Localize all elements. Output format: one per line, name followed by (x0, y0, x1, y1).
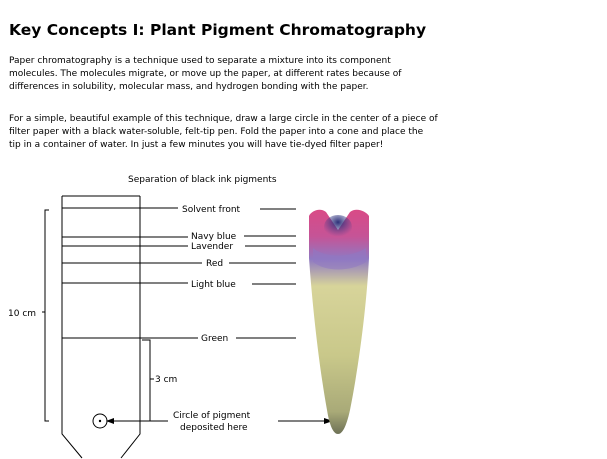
intro-paragraph: Paper chromatography is a technique used… (9, 55, 599, 94)
label-green: Green (201, 334, 228, 344)
label-red: Red (206, 259, 223, 269)
label-circle-line2: deposited here (180, 423, 248, 433)
example-paragraph: For a simple, beautiful example of this … (9, 113, 599, 152)
chromatography-strip-photo (309, 210, 369, 434)
label-3cm: 3 cm (155, 375, 177, 385)
diagram-caption: Separation of black ink pigments (128, 175, 277, 185)
label-solvent-front: Solvent front (182, 205, 241, 215)
bracket-3cm (142, 340, 154, 421)
bracket-10cm (42, 210, 49, 421)
label-navy-blue: Navy blue (191, 232, 237, 242)
page-title: Key Concepts I: Plant Pigment Chromatogr… (9, 21, 426, 39)
strip-outline (62, 196, 140, 458)
label-10cm: 10 cm (8, 309, 36, 319)
label-lavender: Lavender (191, 242, 233, 252)
chromatography-diagram: Separation of black ink pigments Solvent… (0, 165, 607, 459)
label-light-blue: Light blue (191, 280, 236, 290)
label-circle-line1: Circle of pigment (173, 411, 251, 421)
